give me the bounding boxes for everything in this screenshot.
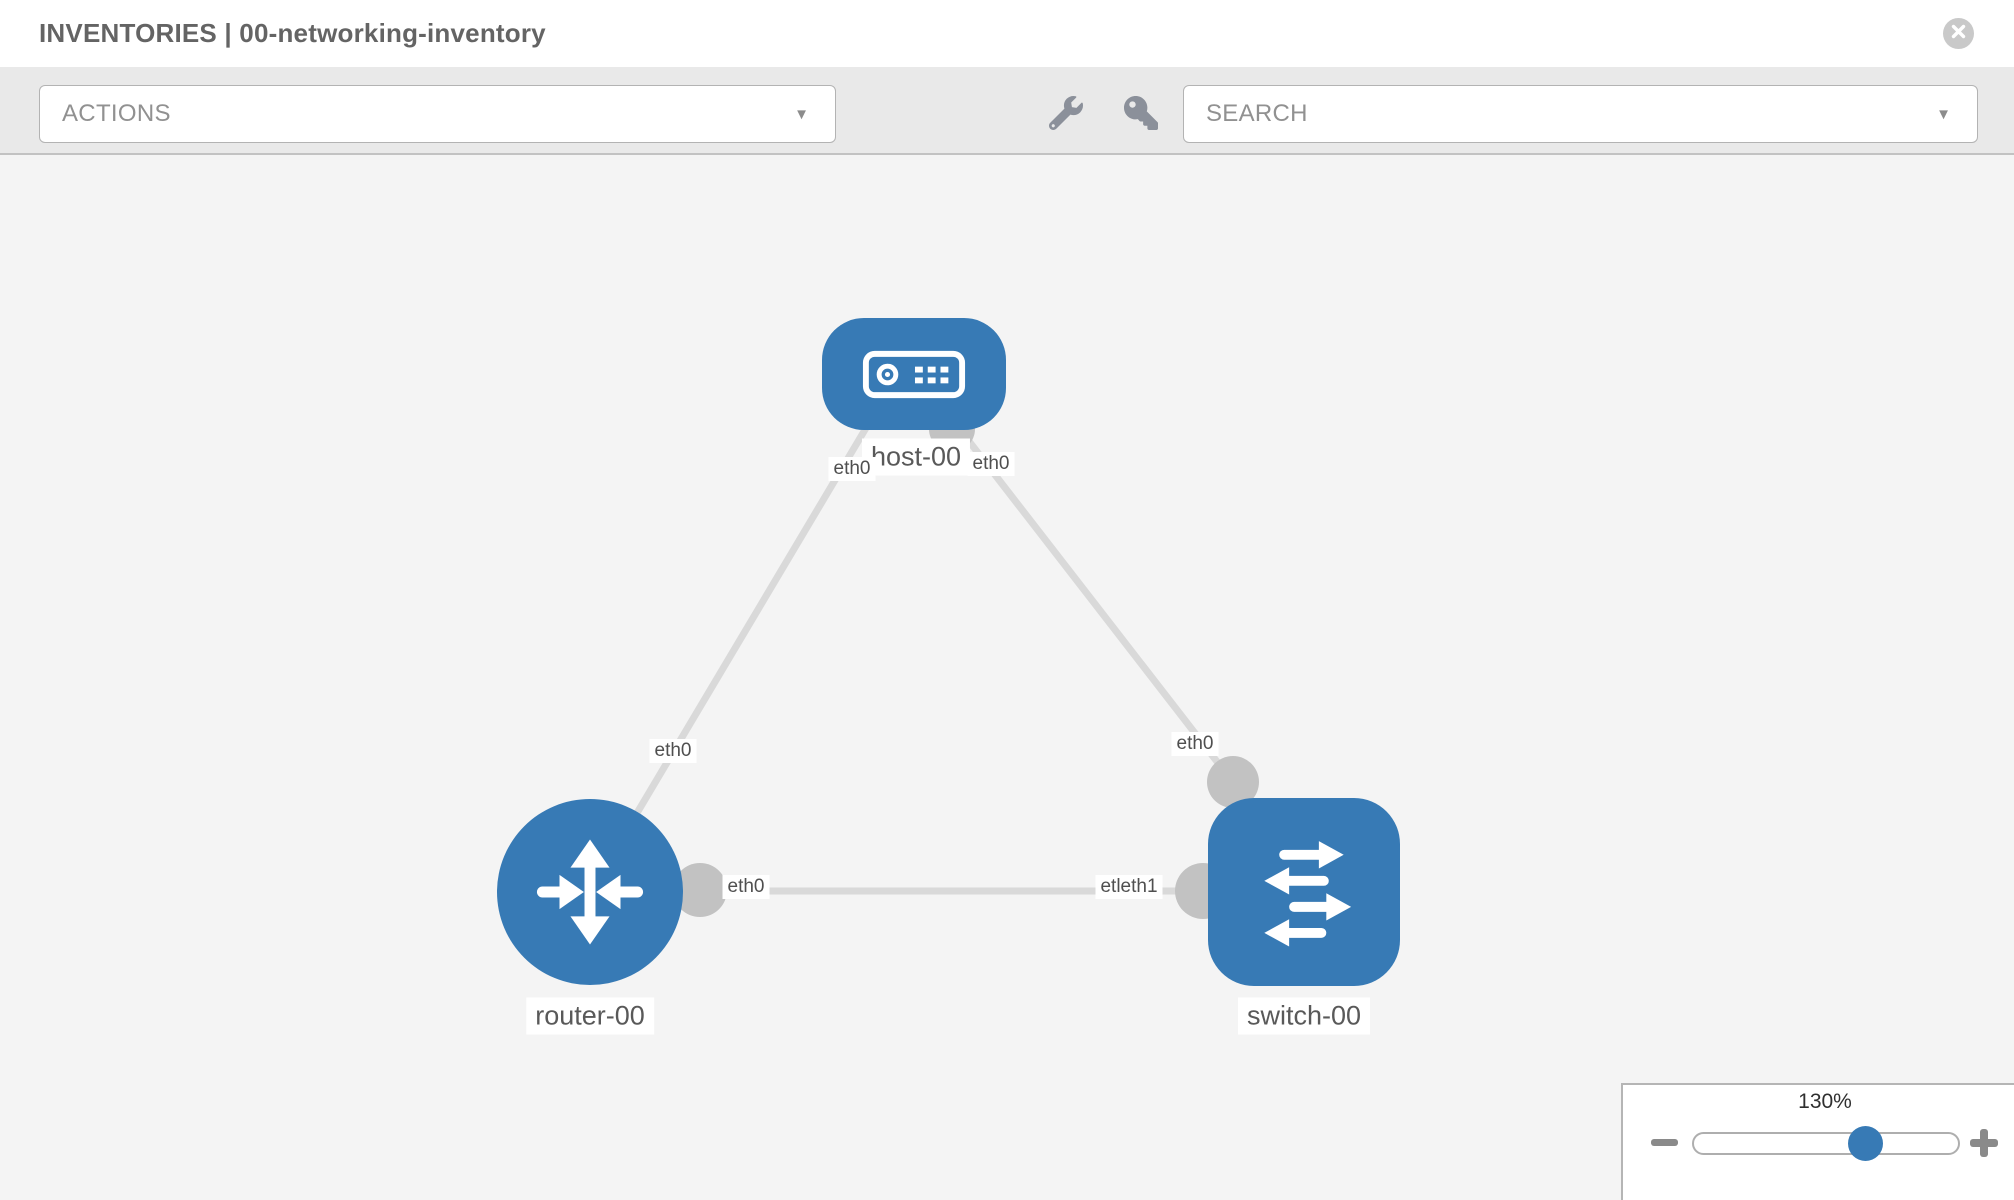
- topology-links-layer: [586, 406, 1307, 919]
- topology-canvas[interactable]: host-00 router-00 switch-00 eth0 eth0 et…: [0, 155, 2014, 1200]
- iface-label-bottom-right: etleth1: [1095, 875, 1163, 899]
- iface-label-host-right: eth0: [967, 452, 1015, 476]
- switch-arrows-icon: [1242, 830, 1366, 954]
- search-dropdown-label: SEARCH: [1206, 100, 1308, 127]
- zoom-percent-value: 130%: [1798, 1090, 1852, 1113]
- port-circle-router-right: [673, 863, 727, 917]
- zoom-control-panel: 130%: [1621, 1083, 2014, 1200]
- iface-label-host-left: eth0: [828, 457, 876, 481]
- caret-down-icon: ▼: [794, 105, 809, 123]
- port-circle-switch-top: [1207, 756, 1259, 808]
- node-switch-00[interactable]: [1208, 798, 1400, 986]
- zoom-in-plus-icon[interactable]: [1970, 1129, 1998, 1157]
- page-header: INVENTORIES | 00-networking-inventory: [0, 0, 2014, 67]
- node-router-00[interactable]: [497, 799, 683, 985]
- actions-dropdown[interactable]: ACTIONS ▼: [39, 85, 836, 143]
- close-icon: [1951, 24, 1966, 44]
- node-label-router: router-00: [526, 997, 654, 1035]
- node-label-switch: switch-00: [1237, 997, 1371, 1035]
- node-host-00[interactable]: [822, 318, 1006, 430]
- plus-vertical-bar: [1980, 1129, 1988, 1157]
- iface-label-router-uplink: eth0: [649, 739, 697, 763]
- router-arrows-icon: [529, 831, 651, 953]
- page-title: INVENTORIES | 00-networking-inventory: [39, 18, 546, 48]
- close-button[interactable]: [1943, 18, 1974, 49]
- wrench-icon: [1048, 95, 1083, 135]
- wrench-icon-button[interactable]: [1047, 95, 1085, 135]
- key-icon-button[interactable]: [1122, 95, 1160, 135]
- iface-label-switch-uplink: eth0: [1171, 732, 1219, 756]
- toolbar: ACTIONS ▼ SEARCH ▼: [0, 67, 2014, 155]
- node-label-host: host-00: [861, 438, 971, 476]
- search-dropdown[interactable]: SEARCH ▼: [1183, 85, 1978, 143]
- key-icon: [1124, 95, 1158, 135]
- host-device-icon: [860, 343, 968, 406]
- zoom-slider-track[interactable]: [1692, 1132, 1960, 1155]
- zoom-out-minus-icon[interactable]: [1651, 1139, 1678, 1146]
- zoom-slider-handle[interactable]: [1848, 1126, 1883, 1161]
- caret-down-icon: ▼: [1936, 105, 1951, 123]
- iface-label-bottom-left: eth0: [722, 875, 770, 899]
- actions-dropdown-label: ACTIONS: [62, 100, 171, 127]
